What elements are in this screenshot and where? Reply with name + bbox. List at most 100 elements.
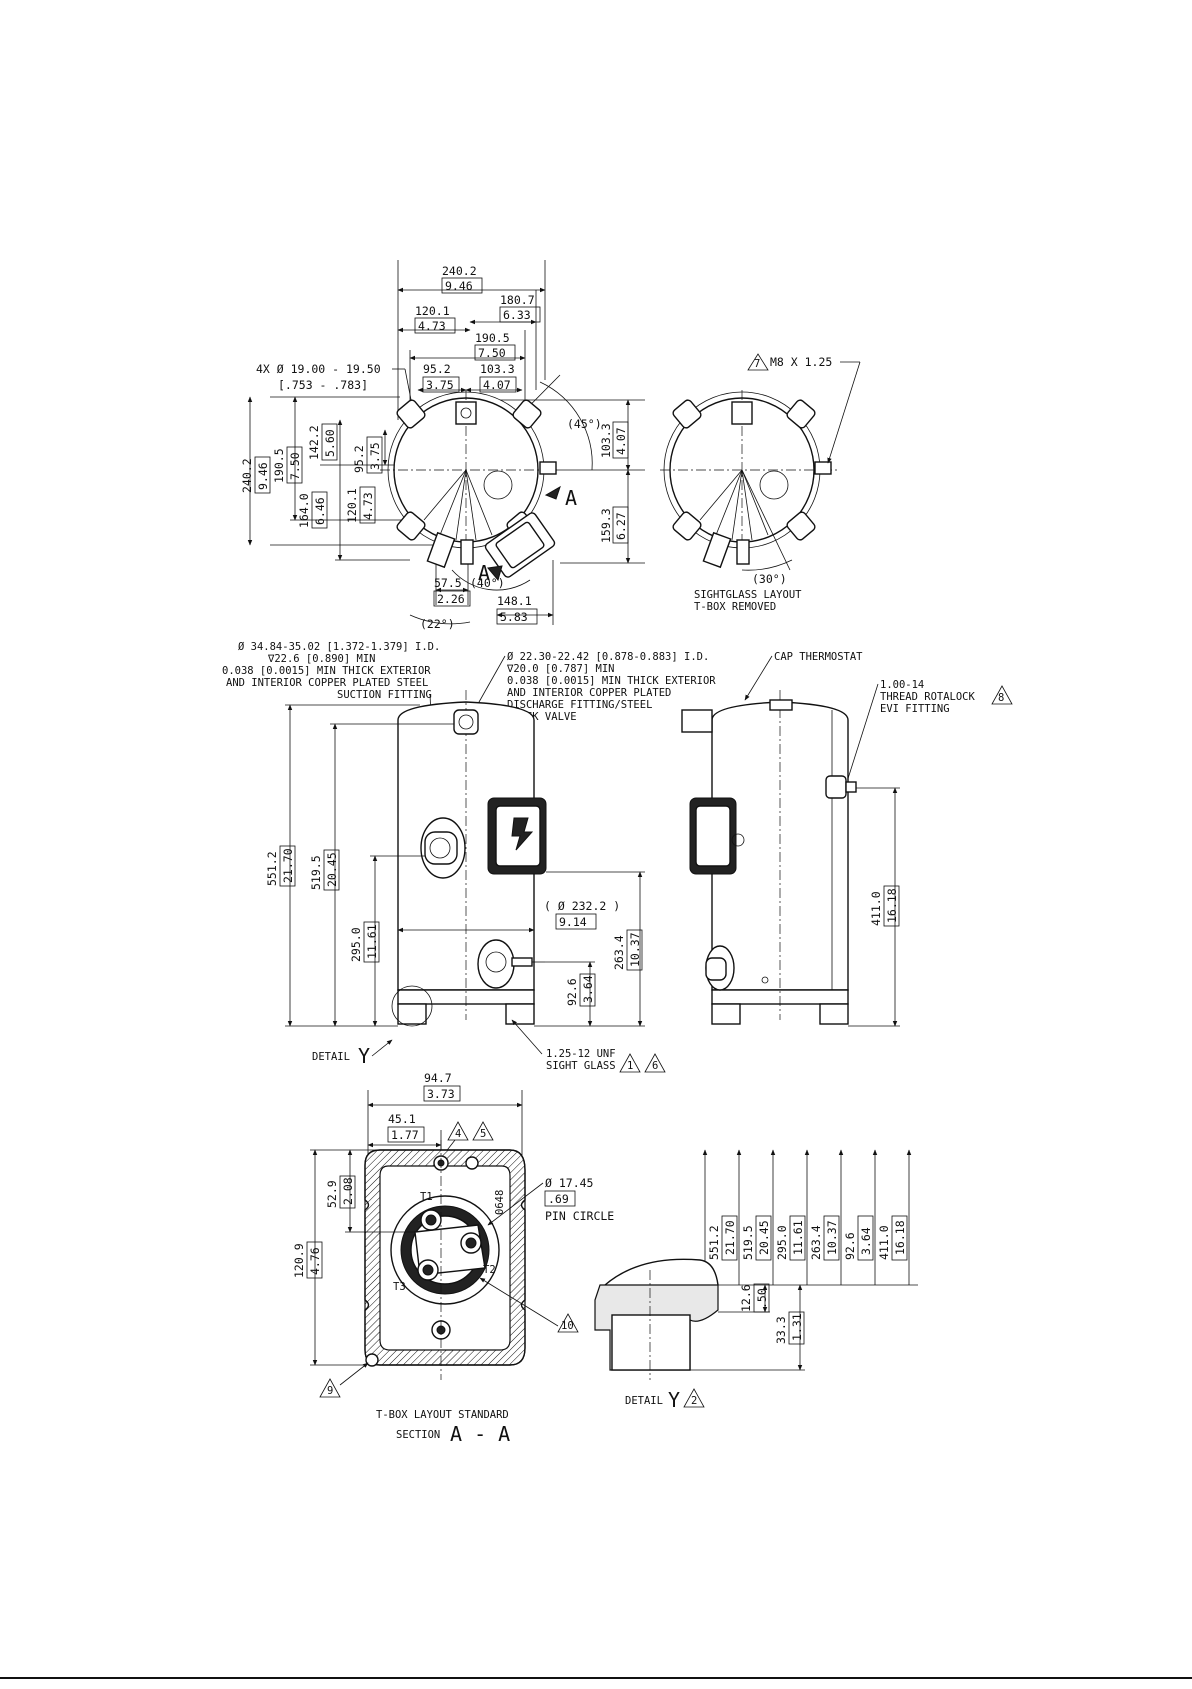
dim-right-159-in: 6.27 [614, 512, 628, 540]
detail-y-view: 551.2 21.70 519.5 20.45 295.0 11.61 263.… [594, 1149, 918, 1412]
detail-d-33: 33.3 [774, 1316, 788, 1344]
dim-h-551: 551.2 [265, 851, 279, 886]
dim-148: 148.1 [497, 594, 532, 608]
detail-h-411-in: 16.18 [893, 1220, 907, 1255]
sightglass-view: 7 M8 X 1.25 (30°) SIGHTGLASS LAYOUT T-BO… [660, 353, 861, 613]
dim-45: 45.1 [388, 1112, 416, 1126]
dim-120: 120.1 [415, 304, 450, 318]
angle-22: (22°) [420, 617, 455, 631]
dim-240-top-in: 9.46 [445, 279, 473, 293]
discharge-note-4: AND INTERIOR COPPER PLATED [507, 687, 671, 699]
detail-h-295-in: 11.61 [791, 1220, 805, 1255]
detail-y-caption-letter: Y [668, 1388, 680, 1412]
dim-103-in: 4.07 [483, 378, 511, 392]
dim-dia-232: ( Ø 232.2 ) [544, 899, 620, 913]
sightglass-caption-2: T-BOX REMOVED [694, 601, 776, 613]
note-7: 7 [754, 358, 760, 370]
dim-h-519: 519.5 [309, 855, 323, 890]
dim-148-in: 5.83 [500, 610, 528, 624]
angle-45: (45°) [567, 417, 602, 431]
terminal-t3: T3 [393, 1281, 406, 1293]
dim-52-in: 2.08 [341, 1177, 355, 1205]
pin-dia: Ø 17.45 [545, 1176, 593, 1190]
dim-94: 94.7 [424, 1071, 452, 1085]
dim-left-164-in: 6.46 [313, 497, 327, 525]
tbox-caption-1: T-BOX LAYOUT STANDARD [376, 1409, 509, 1421]
terminal-t2: T2 [483, 1264, 496, 1276]
dim-240-top: 240.2 [442, 264, 477, 278]
dim-right-159: 159.3 [599, 508, 613, 543]
note-8: 8 [998, 692, 1004, 704]
discharge-note-5: DISCHARGE FITTING/STEEL [507, 699, 652, 711]
dim-h-92-in: 3.64 [581, 975, 595, 1003]
detail-h-551-in: 21.70 [723, 1220, 737, 1255]
dim-120-in: 4.73 [418, 319, 446, 333]
dim-103: 103.3 [480, 362, 515, 376]
dim-left-120-in: 4.73 [361, 492, 375, 520]
dim-dia-232-in: 9.14 [559, 915, 587, 929]
dim-tbox-120-in: 4.76 [308, 1247, 322, 1275]
detail-h-92: 92.6 [843, 1232, 857, 1260]
tbox-caption-3: A - A [450, 1422, 510, 1446]
dim-left-120: 120.1 [345, 488, 359, 523]
detail-h-519: 519.5 [741, 1225, 755, 1260]
detail-h-295: 295.0 [775, 1225, 789, 1260]
sight-glass-thread: 1.25-12 UNF [546, 1048, 616, 1060]
dim-right-103: 103.3 [599, 423, 613, 458]
pin-circle-label: PIN CIRCLE [545, 1209, 614, 1223]
detail-h-411: 411.0 [877, 1225, 891, 1260]
dim-45-in: 1.77 [391, 1128, 419, 1142]
detail-h-263: 263.4 [809, 1225, 823, 1260]
top-view-body: A A [380, 390, 577, 585]
dim-left-142-in: 5.60 [323, 429, 337, 457]
dim-95-in: 3.75 [426, 378, 454, 392]
dim-94-in: 3.73 [427, 1087, 455, 1101]
front-view: Ø 34.84-35.02 [1.372-1.379] I.D. ∇22.6 [… [222, 641, 716, 1073]
top-view: 240.2 9.46 180.7 6.33 120.1 4.73 190.5 7… [240, 260, 645, 631]
dim-left-95: 95.2 [352, 445, 366, 473]
dim-h-263: 263.4 [612, 935, 626, 970]
dim-h-295-in: 11.61 [365, 924, 379, 959]
thread-m8: M8 X 1.25 [770, 355, 832, 369]
detail-y-label: DETAIL [312, 1051, 350, 1063]
note-4: 4 [455, 1128, 461, 1140]
detail-h-519-in: 20.45 [757, 1220, 771, 1255]
dim-left-240-in: 9.46 [256, 462, 270, 490]
suction-note-5: SUCTION FITTING [337, 689, 432, 701]
section-a-label-bottom: A [478, 561, 490, 585]
dim-190-in: 7.50 [478, 346, 506, 360]
detail-y-height-arrows: 551.2 21.70 519.5 20.45 295.0 11.61 263.… [702, 1149, 918, 1286]
note-10: 10 [561, 1320, 574, 1332]
dim-h-551-in: 21.70 [281, 848, 295, 883]
tbox-section-view: 94.7 3.73 45.1 1.77 4 5 T1 T2 [292, 1071, 614, 1446]
tbox-code: 0648 [494, 1190, 506, 1215]
dim-left-164: 164.0 [297, 493, 311, 528]
dim-h-263-in: 10.37 [628, 932, 642, 967]
suction-note-3: 0.038 [0.0015] MIN THICK EXTERIOR [222, 665, 431, 677]
detail-y-letter: Y [358, 1044, 370, 1068]
detail-h-551: 551.2 [707, 1225, 721, 1260]
dim-180-in: 6.33 [503, 308, 531, 322]
dim-left-190-in: 7.50 [288, 452, 302, 480]
discharge-note-3: 0.038 [0.0015] MIN THICK EXTERIOR [507, 675, 716, 687]
sightglass-caption-1: SIGHTGLASS LAYOUT [694, 589, 802, 601]
dim-h-411: 411.0 [869, 891, 883, 926]
discharge-note-1: Ø 22.30-22.42 [0.878-0.883] I.D. [507, 651, 709, 663]
dim-57-in: 2.26 [437, 592, 465, 606]
dim-h-519-in: 20.45 [325, 852, 339, 887]
tbox-caption-2: SECTION [396, 1429, 440, 1441]
angle-30: (30°) [752, 572, 787, 586]
dim-52: 52.9 [325, 1180, 339, 1208]
detail-y-caption: DETAIL [625, 1395, 663, 1407]
evi-rotalock: THREAD ROTALOCK [880, 691, 976, 703]
evi-thread: 1.00-14 [880, 679, 924, 691]
detail-h-92-in: 3.64 [859, 1227, 873, 1255]
suction-note-2: ∇22.6 [0.890] MIN [267, 653, 375, 665]
note-5: 5 [480, 1128, 486, 1140]
dim-tbox-120: 120.9 [292, 1243, 306, 1278]
evi-fitting: EVI FITTING [880, 703, 950, 715]
dim-left-240: 240.2 [240, 458, 254, 493]
angle-40: (40°) [470, 576, 505, 590]
